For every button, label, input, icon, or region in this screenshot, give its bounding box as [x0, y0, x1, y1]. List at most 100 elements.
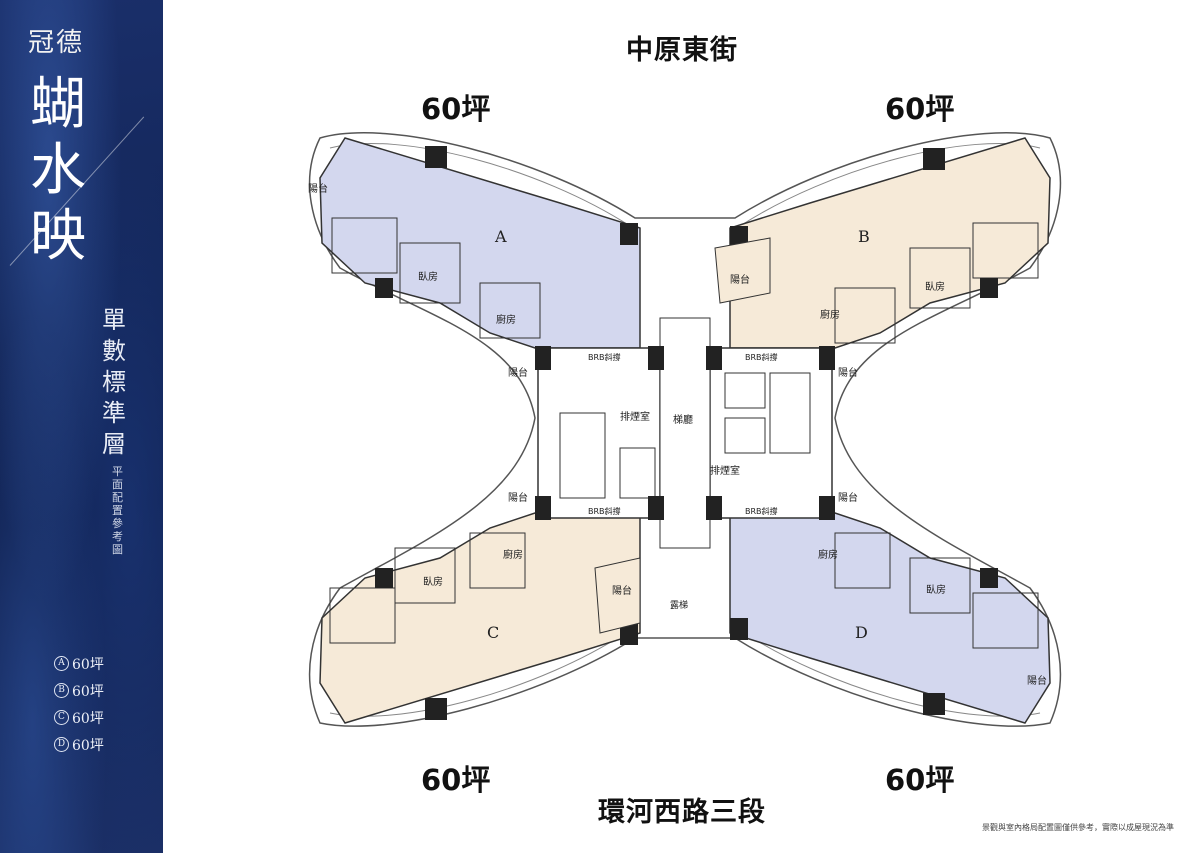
legend-letter: B: [54, 683, 69, 698]
core-column: [535, 496, 551, 520]
brb-label: BRB斜撐: [588, 352, 621, 362]
elevator-2: [724, 417, 766, 454]
legend-letter: C: [54, 710, 69, 725]
area-label-a: 60坪: [421, 92, 491, 126]
street-top: 中原東街: [626, 35, 738, 66]
building-core: [535, 317, 835, 549]
core-column: [819, 346, 835, 370]
unit-a-fill: [319, 137, 641, 349]
core-right: [709, 347, 833, 519]
unit-a: [319, 137, 641, 349]
legend-value: 60坪: [72, 710, 104, 727]
brand-company: 冠德: [28, 28, 85, 58]
legend-value: 60坪: [72, 683, 104, 700]
brb-label: BRB斜撐: [588, 506, 621, 516]
unit-d-column: [730, 618, 748, 640]
elevator-lobby: [659, 317, 711, 549]
unit-c-column: [425, 698, 447, 720]
unit-d-bedroom: [909, 557, 971, 614]
core-column: [648, 346, 664, 370]
unit-legend: A 60坪 B 60坪 C 60坪 D 60坪: [54, 655, 154, 763]
balcony-label: 陽台: [838, 491, 858, 504]
unit-c-column: [375, 568, 393, 588]
floor-plan: A B C D 陽台 臥房 廚房 陽台 陽台 臥房 廚房 陽台 陽台 廚房 臥房…: [308, 132, 1062, 727]
unit-a-column: [620, 223, 638, 245]
bedroom-label: 臥房: [925, 280, 945, 293]
unit-c-fill: [319, 512, 641, 724]
unit-b-fill: [729, 137, 1051, 349]
brand-panel: 冠德 蝴水映 單數標準層 平面配置參考圖 A 60坪 B 60坪 C 60坪 D…: [0, 0, 163, 853]
core-column: [706, 496, 722, 520]
brb-label: BRB斜撐: [745, 352, 778, 362]
unit-c-column: [620, 623, 638, 645]
core-column: [819, 496, 835, 520]
unit-c-bath: [329, 587, 396, 644]
bedroom-label: 臥房: [423, 575, 443, 588]
core-column: [706, 346, 722, 370]
unit-d-column: [923, 693, 945, 715]
unit-a-column: [375, 278, 393, 298]
smoke-room-label: 排煙室: [710, 464, 740, 477]
legend-item-b: B 60坪: [54, 682, 154, 700]
kitchen-label: 廚房: [820, 308, 840, 321]
unit-d-kitchen: [834, 532, 891, 589]
lobby-label: 梯廳: [673, 413, 693, 426]
area-label-d: 60坪: [885, 763, 955, 797]
legend-item-d: D 60坪: [54, 736, 154, 754]
balcony-label: 陽台: [730, 273, 750, 286]
unit-c-kitchen: [469, 532, 526, 589]
unit-b-column: [923, 148, 945, 170]
kitchen-label: 廚房: [496, 313, 516, 326]
unit-a-bedroom: [399, 242, 461, 304]
legend-value: 60坪: [72, 656, 104, 673]
legend-letter: A: [54, 656, 69, 671]
unit-b-kitchen: [834, 287, 896, 344]
area-label-c: 60坪: [421, 763, 491, 797]
balcony-label: 陽台: [838, 366, 858, 379]
elevator-1: [724, 372, 766, 409]
core-left: [537, 347, 661, 519]
legend-item-a: A 60坪: [54, 655, 154, 673]
unit-a-label: A: [494, 227, 507, 246]
unit-b-balcony: [714, 237, 771, 304]
disclaimer: 景觀與室內格局配置圖僅供參考，實際以成屋現況為準: [982, 823, 1174, 832]
unit-c: [319, 512, 641, 724]
unit-c-label: C: [487, 623, 499, 642]
unit-c-bedroom: [394, 547, 456, 604]
unit-b-label: B: [858, 227, 870, 246]
core-column: [535, 346, 551, 370]
legend-item-c: C 60坪: [54, 709, 154, 727]
balcony-label: 陽台: [612, 584, 632, 597]
plan-note: 平面配置參考圖: [112, 465, 123, 556]
unit-a-kitchen: [479, 282, 541, 339]
unit-a-column: [425, 146, 447, 168]
legend-value: 60坪: [72, 737, 104, 754]
unit-d-label: D: [855, 623, 868, 642]
stair-label: 露梯: [670, 599, 688, 611]
building-outline: [308, 132, 1062, 727]
core-column: [648, 496, 664, 520]
unit-b-bath: [972, 222, 1039, 279]
area-label-b: 60坪: [885, 92, 955, 126]
unit-b-column: [980, 278, 998, 298]
unit-a-bath: [331, 217, 398, 274]
stairwell-left: [559, 412, 606, 499]
unit-d-fill: [729, 512, 1051, 724]
smoke-room-label: 排煙室: [620, 410, 650, 423]
balcony-label: 陽台: [508, 366, 528, 379]
bedroom-label: 臥房: [926, 583, 946, 596]
elevator-3: [619, 447, 656, 499]
street-bottom: 環河西路三段: [598, 797, 766, 828]
balcony-label: 陽台: [308, 182, 328, 195]
kitchen-label: 廚房: [818, 548, 838, 561]
floor-type-title: 單數標準層: [102, 306, 126, 458]
legend-letter: D: [54, 737, 69, 752]
unit-d-bath: [972, 592, 1039, 649]
brand-project-name: 蝴水映: [30, 72, 86, 269]
unit-c-balcony: [594, 557, 641, 634]
bedroom-label: 臥房: [418, 270, 438, 283]
unit-b-bedroom: [909, 247, 971, 309]
unit-d: [729, 512, 1051, 724]
balcony-label: 陽台: [1027, 674, 1047, 687]
unit-d-column: [980, 568, 998, 588]
